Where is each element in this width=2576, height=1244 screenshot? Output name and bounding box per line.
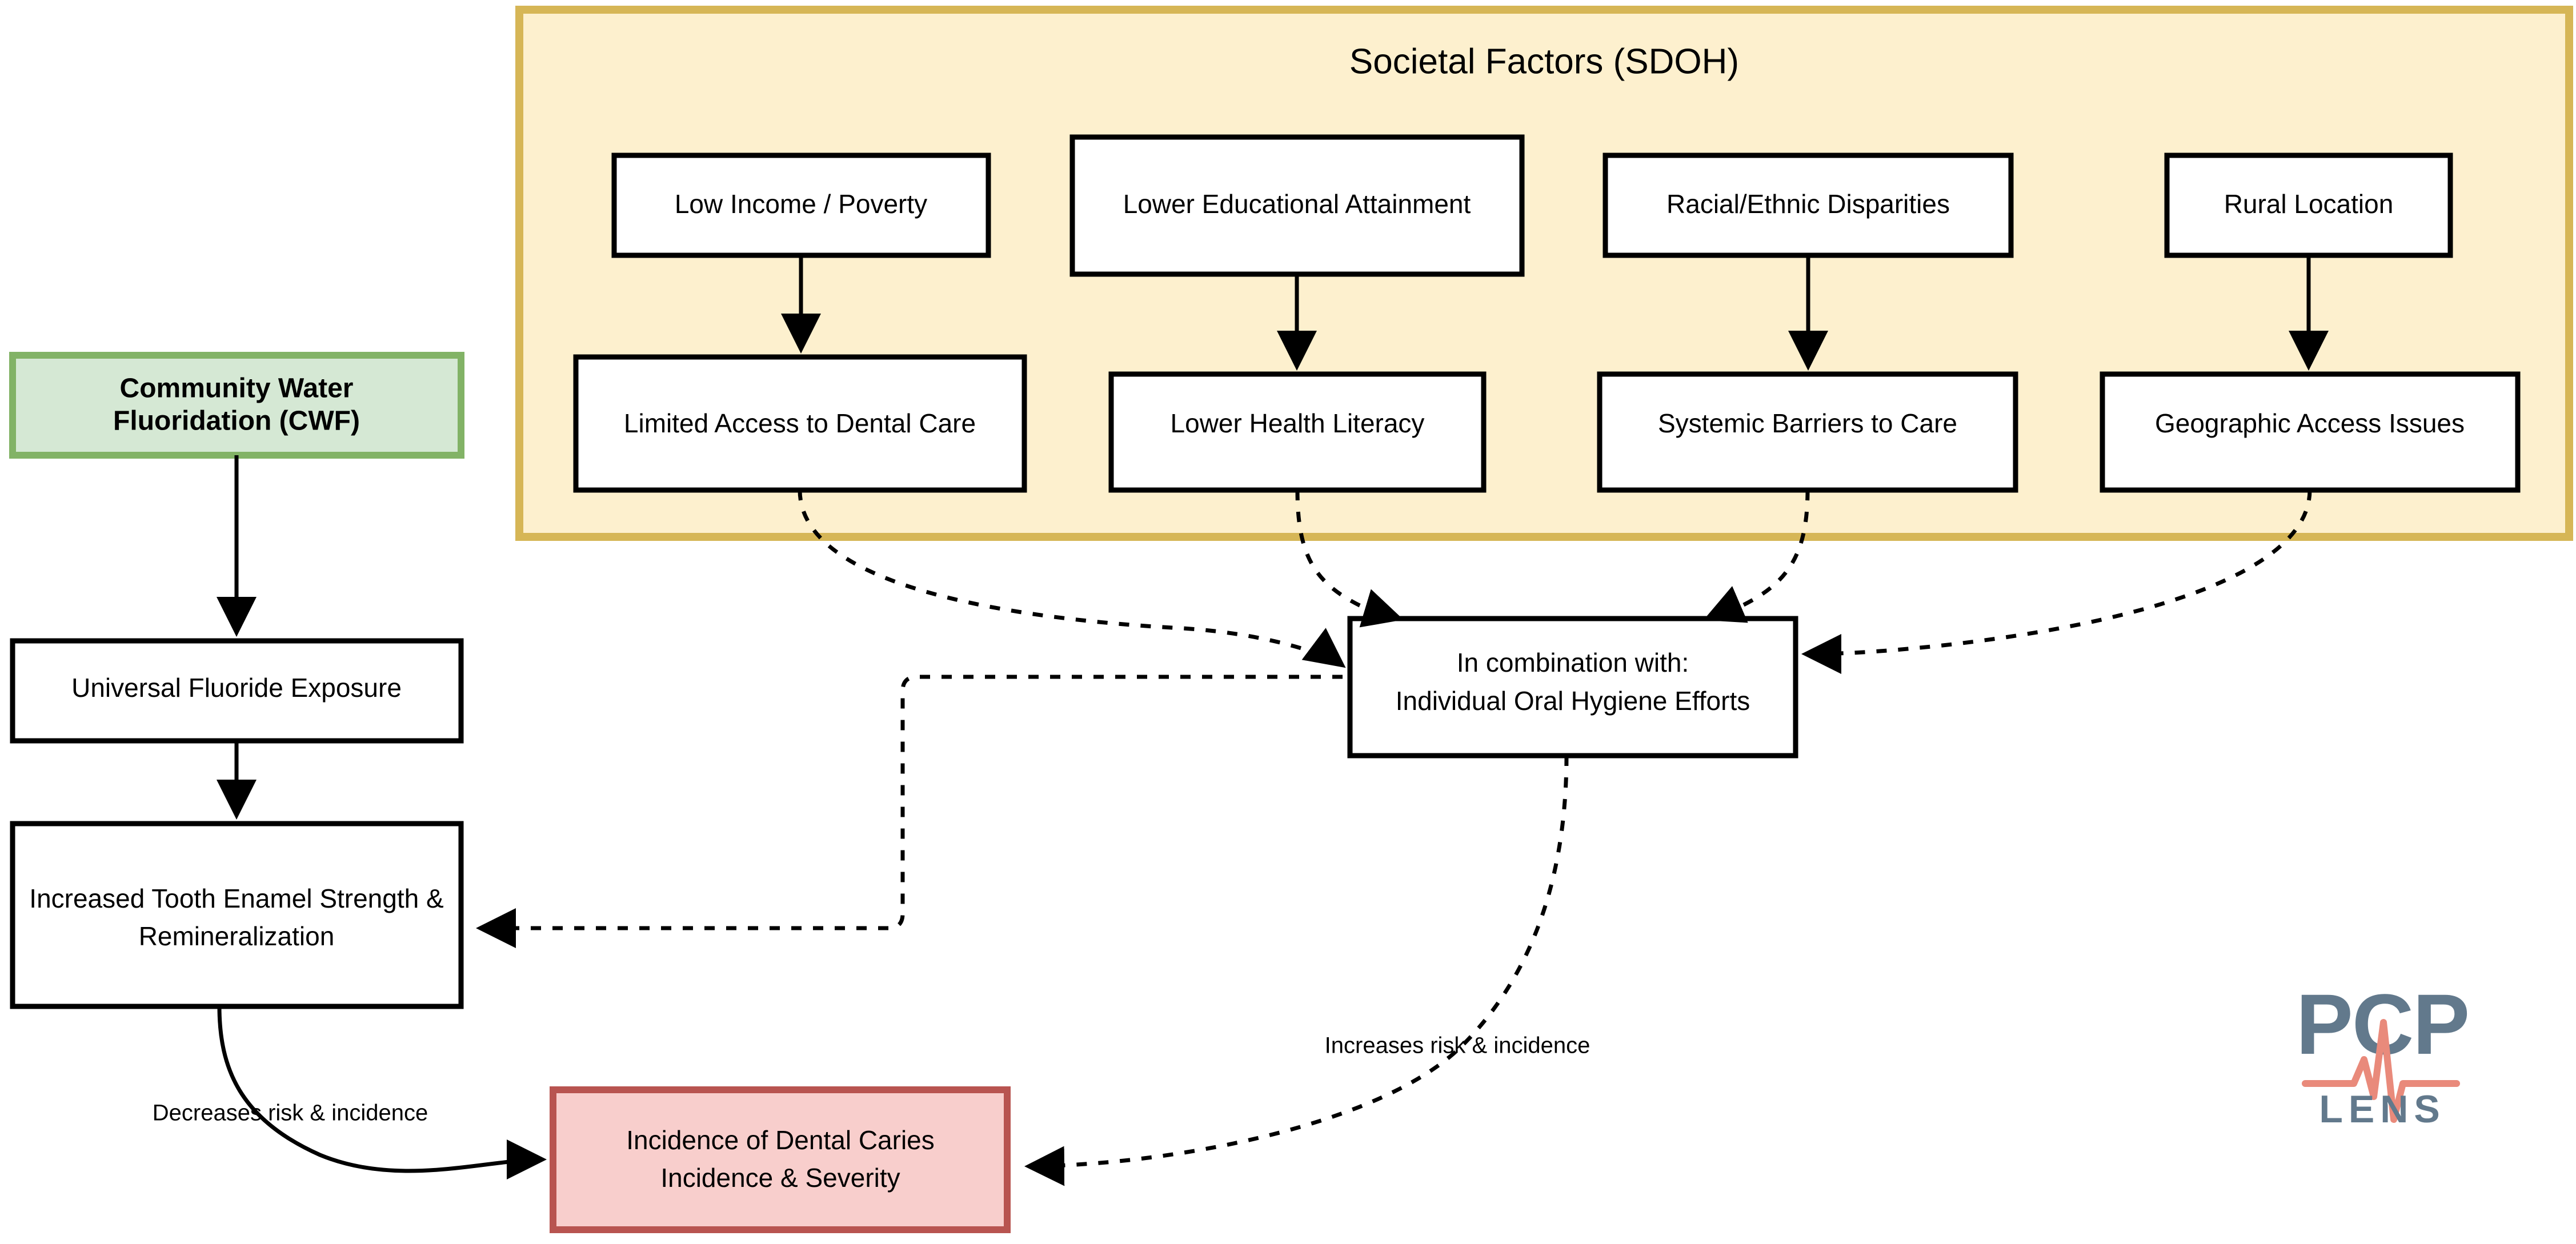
node-education-label: Lower Educational Attainment — [1123, 189, 1471, 219]
edge-literacy-to-combination — [1295, 489, 1404, 628]
node-cwf-label-line2: Fluoridation (CWF) — [113, 406, 360, 436]
node-literacy-box[interactable] — [1108, 371, 1487, 493]
node-poverty-label: Low Income / Poverty — [675, 189, 927, 219]
edge-barriers-to-combination — [1703, 489, 1810, 623]
node-geographic[interactable]: Geographic Access Issues — [2100, 371, 2521, 493]
node-poverty-box[interactable] — [611, 153, 991, 258]
edge-enamel-to-caries — [217, 1006, 547, 1180]
edge-geographic-to-combination — [1801, 489, 2312, 674]
node-combination-label-line2: Individual Oral Hygiene Efforts — [1396, 686, 1750, 716]
ecg-pulse-icon — [2302, 1019, 2460, 1123]
node-cwf[interactable]: Community Water Fluoridation (CWF) — [9, 352, 464, 459]
panel-title: Societal Factors (SDOH) — [1349, 42, 1739, 81]
node-enamel-label-line1: Increased Tooth Enamel Strength & — [29, 884, 443, 913]
node-caries[interactable]: Incidence of Dental Caries Incidence & S… — [550, 1086, 1011, 1233]
node-caries-label-line2: Incidence & Severity — [660, 1163, 900, 1193]
node-rural[interactable]: Rural Location — [2164, 153, 2453, 258]
node-literacy-label: Lower Health Literacy — [1171, 408, 1425, 438]
node-barriers-label: Systemic Barriers to Care — [1658, 408, 1957, 438]
node-literacy[interactable]: Lower Health Literacy — [1108, 371, 1487, 493]
edge-combination-to-enamel — [476, 675, 1343, 948]
node-exposure-label: Universal Fluoride Exposure — [71, 673, 402, 703]
node-racial[interactable]: Racial/Ethnic Disparities — [1603, 153, 2014, 258]
node-cwf-box[interactable] — [9, 352, 464, 459]
node-education[interactable]: Lower Educational Attainment — [1069, 134, 1525, 277]
node-geographic-label: Geographic Access Issues — [2155, 408, 2465, 438]
pcp-lens-logo: PCP LENS — [2296, 976, 2470, 1131]
node-combination[interactable]: In combination with: Individual Oral Hyg… — [1347, 616, 1798, 759]
edge-label-increases: Increases risk & incidence — [1325, 1033, 1591, 1058]
node-combination-label-line1: In combination with: — [1457, 648, 1689, 677]
node-caries-label-line1: Incidence of Dental Caries — [626, 1125, 935, 1155]
logo-secondary-text: LENS — [2319, 1088, 2445, 1131]
node-enamel-label-line2: Remineralization — [139, 921, 335, 951]
edge-combination-to-caries — [1024, 755, 1569, 1186]
node-enamel-box[interactable] — [10, 821, 464, 1009]
node-caries-box[interactable] — [550, 1086, 1011, 1233]
node-cwf-label-line1: Community Water — [120, 374, 354, 404]
node-poverty[interactable]: Low Income / Poverty — [611, 153, 991, 258]
node-exposure[interactable]: Universal Fluoride Exposure — [10, 638, 464, 744]
node-access[interactable]: Limited Access to Dental Care — [573, 354, 1027, 493]
node-racial-label: Racial/Ethnic Disparities — [1666, 189, 1950, 219]
node-access-label: Limited Access to Dental Care — [624, 408, 976, 438]
node-barriers-box[interactable] — [1597, 371, 2018, 493]
node-enamel[interactable]: Increased Tooth Enamel Strength & Remine… — [10, 821, 464, 1009]
node-rural-label: Rural Location — [2224, 189, 2394, 219]
node-geographic-box[interactable] — [2100, 371, 2521, 493]
node-exposure-box[interactable] — [10, 638, 464, 744]
edge-label-decreases: Decreases risk & incidence — [153, 1101, 428, 1126]
node-education-box[interactable] — [1069, 134, 1525, 277]
node-barriers[interactable]: Systemic Barriers to Care — [1597, 371, 2018, 493]
edge-access-to-combination — [798, 489, 1346, 668]
node-combination-box[interactable] — [1347, 616, 1798, 759]
